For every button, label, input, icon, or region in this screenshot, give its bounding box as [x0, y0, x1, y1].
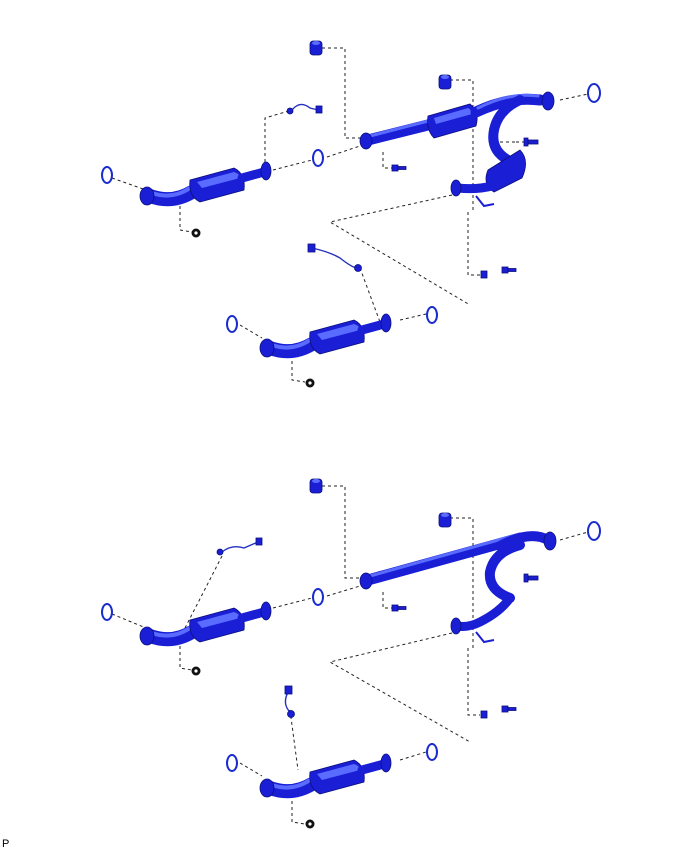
catalytic-converter-icon	[260, 314, 391, 357]
gasket-ring-icon	[226, 754, 238, 772]
nut-icon	[305, 378, 315, 388]
bolt-icon	[480, 270, 488, 279]
insulator-icon	[438, 512, 452, 528]
bolt-icon	[523, 137, 539, 147]
gasket-ring-icon	[587, 83, 601, 103]
insulator-icon	[309, 40, 323, 56]
gasket-ring-icon	[101, 603, 113, 621]
bolt-icon	[391, 164, 407, 172]
gasket-ring-icon	[312, 149, 324, 167]
gasket-ring-icon	[312, 588, 324, 606]
gasket-ring-icon	[226, 315, 238, 333]
gasket-ring-icon	[426, 306, 438, 324]
gasket-ring-icon	[101, 166, 113, 184]
oxygen-sensor-icon	[286, 103, 323, 115]
gasket-ring-icon	[426, 743, 438, 761]
exhaust-front-pipe-icon	[359, 531, 557, 644]
oxygen-sensor-icon	[307, 243, 362, 272]
lower-view	[101, 478, 601, 829]
bolt-icon	[480, 710, 488, 719]
oxygen-sensor-icon	[216, 537, 263, 556]
gasket-ring-icon	[587, 521, 601, 541]
figure-label: P	[2, 838, 10, 850]
exhaust-front-pipe-icon	[359, 91, 555, 208]
nut-icon	[191, 666, 201, 676]
nut-icon	[191, 228, 201, 238]
oxygen-sensor-icon	[284, 685, 295, 718]
nut-icon	[305, 819, 315, 829]
bolt-icon	[523, 573, 539, 583]
catalytic-converter-icon	[260, 754, 391, 797]
catalytic-converter-icon	[140, 162, 271, 205]
upper-view	[101, 40, 601, 388]
bolt-icon	[501, 266, 517, 274]
insulator-icon	[309, 478, 323, 494]
bolt-icon	[391, 604, 407, 612]
insulator-icon	[438, 74, 452, 90]
catalytic-converter-icon	[140, 602, 271, 645]
bolt-icon	[501, 705, 517, 713]
